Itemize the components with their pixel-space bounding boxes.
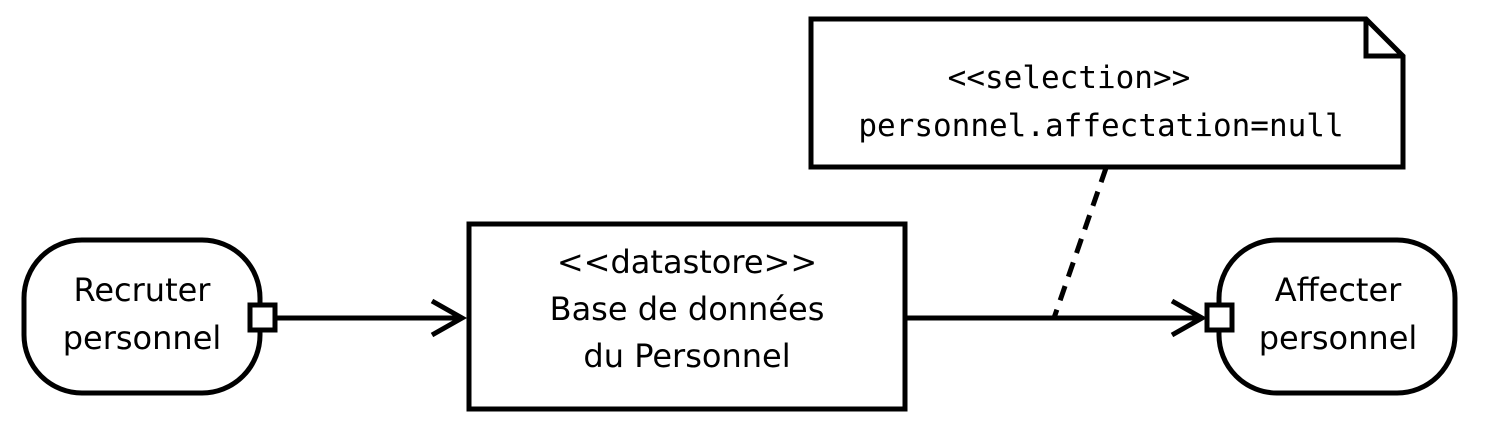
arrowhead-icon <box>1170 298 1208 338</box>
flow-datastore-to-affecter <box>905 298 1208 338</box>
action-recruter-personnel[interactable]: Recruter personnel <box>21 237 263 396</box>
note-anchor-line <box>1051 167 1109 319</box>
action-affecter-label-line1: Affecter <box>1275 271 1402 309</box>
action-recruter-label-line2: personnel <box>63 319 222 357</box>
datastore-shape <box>466 221 908 412</box>
output-pin[interactable] <box>247 302 278 333</box>
note-stereotype: <<selection>> <box>948 60 1191 96</box>
datastore-label-line2: du Personnel <box>583 337 790 375</box>
action-recruter-shape <box>21 237 263 396</box>
action-affecter-label-line2: personnel <box>1259 319 1418 357</box>
action-affecter-shape <box>1216 237 1458 396</box>
datastore-stereotype: <<datastore>> <box>557 243 817 281</box>
arrowhead-icon <box>430 298 468 338</box>
flow-recruter-to-datastore <box>276 298 468 338</box>
selection-note[interactable]: <<selection>> personnel.affectation=null <box>808 16 1406 170</box>
action-recruter-label-line1: Recruter <box>74 271 212 309</box>
action-affecter-personnel[interactable]: Affecter personnel <box>1216 237 1458 396</box>
input-pin-overlay <box>1204 302 1235 333</box>
note-shape <box>808 16 1406 170</box>
datastore-label-line1: Base de données <box>550 290 825 328</box>
datastore-node[interactable]: <<datastore>> Base de données du Personn… <box>466 221 908 412</box>
note-folded-corner-icon <box>1363 19 1403 59</box>
note-condition: personnel.affectation=null <box>858 108 1343 144</box>
